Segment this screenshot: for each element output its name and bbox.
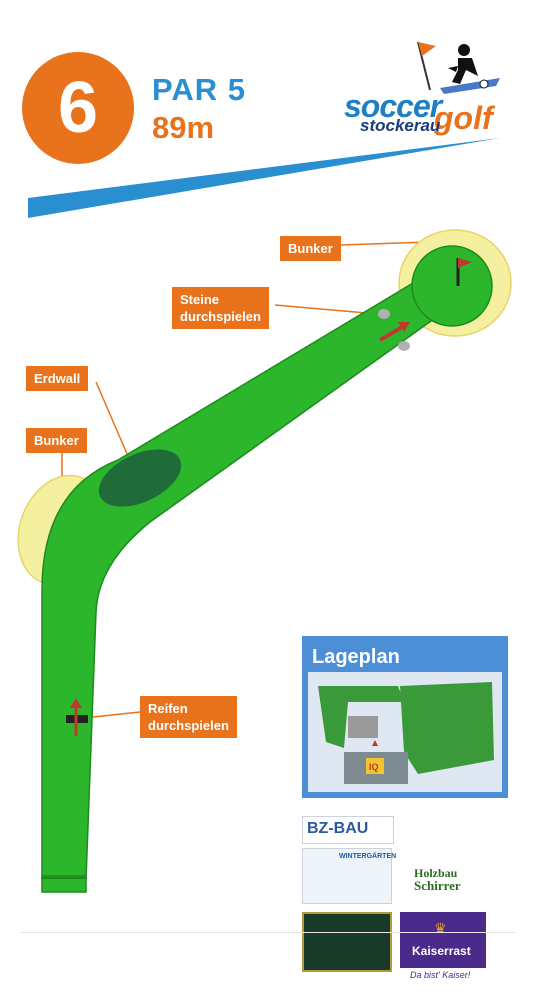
site-plan-map: IQ [318,682,494,784]
hole-distance: 89m [152,110,215,145]
sponsor-kaiserrast-tagline: Da bist' Kaiser! [410,970,471,980]
label-erdwall: Erdwall [26,366,89,391]
hole-number-badge: 6 [22,52,134,164]
label-bunker-top: Bunker [280,236,341,261]
stone [398,341,410,351]
tee-box [41,875,87,893]
sponsor-holzbau[interactable]: Holzbau Schirrer [398,846,486,900]
putting-green [411,245,493,327]
footer-divider [20,932,516,933]
sponsor-green-card[interactable] [302,912,392,972]
sponsor-bz-bau[interactable]: BZ-BAU [302,816,394,844]
header-swoosh [28,138,500,218]
sponsor-kaiserrast[interactable]: ♛ Kaiserrast [400,912,486,968]
logo-golf: golf [434,100,493,136]
label-steine-line2: durchspielen [180,309,261,324]
stone [378,309,390,319]
label-steine: Steine durchspielen [172,287,269,329]
sponsor-schirrer-label: Schirrer [414,878,461,893]
par-value: PAR 5 [152,72,247,107]
flag [458,258,472,268]
label-reifen-line2: durchspielen [148,718,229,733]
logo-stockerau: stockerau [360,116,441,135]
crown-icon: ♛ [434,920,447,936]
label-reifen: Reifen durchspielen [140,696,237,738]
fairway [41,278,439,881]
sponsor-kaiserrast-label: Kaiserrast [412,944,471,958]
sponsor-wintergarten[interactable]: WINTERGÄRTEN [302,848,396,904]
label-bunker-left: Bunker [26,428,87,453]
soccer-player-logo-icon [417,41,500,94]
sponsor-bz-bau-label: BZ-BAU [307,820,369,837]
logo-soccer: soccer [344,88,442,124]
lageplan-title: Lageplan [312,646,400,668]
lageplan-map: IQ [308,672,502,792]
label-steine-line1: Steine [180,292,220,307]
lageplan-marker: IQ [369,762,379,772]
sponsor-holzbau-label: Holzbau [414,866,458,880]
label-reifen-line1: Reifen [148,701,188,716]
sponsor-wintergarten-label: WINTERGÄRTEN [339,853,397,860]
earth-wall [98,449,182,507]
hole-number: 6 [57,68,99,148]
